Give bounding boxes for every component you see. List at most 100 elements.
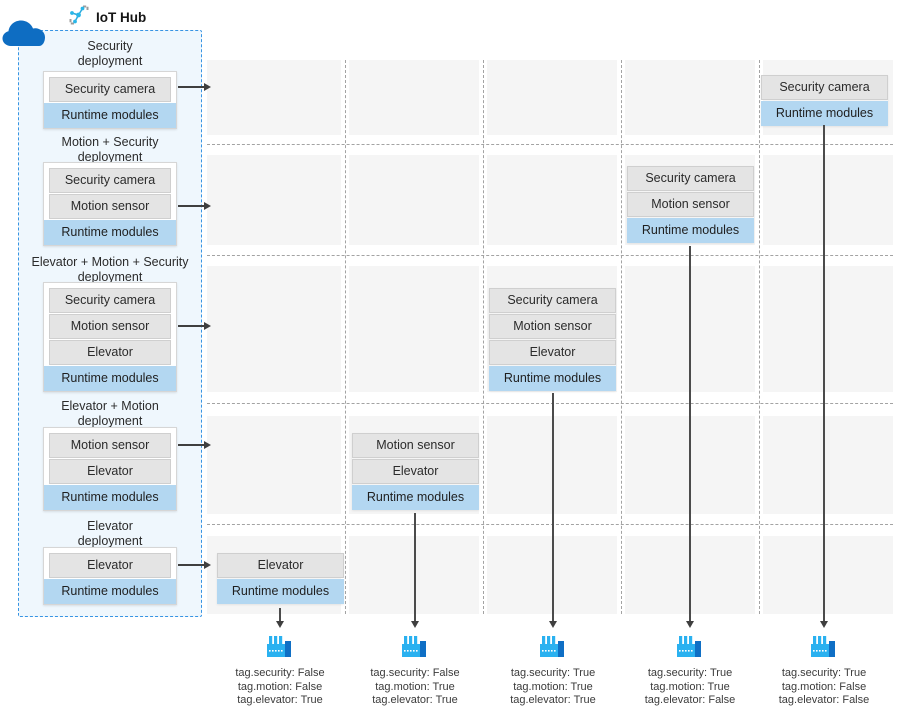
runtime-modules-box: Runtime modules xyxy=(352,485,479,510)
deployment-name: Elevator + Motion + Security xyxy=(31,255,189,269)
runtime-modules-box: Runtime modules xyxy=(489,366,616,391)
edge-stack-device-4: Security camera Motion sensor Runtime mo… xyxy=(627,166,754,243)
arrow-to-device-1 xyxy=(276,608,284,628)
edge-stack-device-5: Security camera Runtime modules xyxy=(761,75,888,126)
deployment-type-label: deployment xyxy=(77,53,143,68)
tag-line: tag.elevator: False xyxy=(644,694,736,706)
module-box: Motion sensor xyxy=(49,314,171,339)
tag-line: tag.elevator: False xyxy=(778,694,870,706)
tag-line: tag.motion: False xyxy=(237,680,323,693)
deployment-title-elevator: Elevator deployment xyxy=(19,519,201,548)
deployment-title-elevator-motion-security: Elevator + Motion + Security deployment xyxy=(19,255,201,284)
deployment-type-label: deployment xyxy=(77,149,143,164)
tag-line: tag.motion: True xyxy=(513,680,593,693)
arrow-to-device-2 xyxy=(411,513,419,628)
grid-column-divider xyxy=(483,60,484,614)
deployment-type-label: deployment xyxy=(77,533,143,548)
module-box: Security camera xyxy=(49,77,171,102)
arrow-elevator-motion-deployment xyxy=(178,441,211,449)
runtime-modules-box: Runtime modules xyxy=(44,103,176,128)
iot-hub-label: IoT Hub xyxy=(96,10,147,25)
module-box: Elevator xyxy=(352,459,479,484)
tag-line: tag.security: False xyxy=(370,667,460,679)
device-tags: tag.security: False tag.motion: False ta… xyxy=(200,667,360,707)
module-box: Elevator xyxy=(49,553,171,578)
factory-icon xyxy=(540,636,564,657)
factory-icon xyxy=(402,636,426,657)
runtime-modules-box: Runtime modules xyxy=(761,101,888,126)
tag-line: tag.motion: True xyxy=(650,680,730,693)
runtime-modules-box: Runtime modules xyxy=(44,220,176,245)
deployment-title-elevator-motion: Elevator + Motion deployment xyxy=(19,399,201,428)
deployment-title-motion-security: Motion + Security deployment xyxy=(19,135,201,164)
tag-line: tag.motion: True xyxy=(375,680,455,693)
module-box: Security camera xyxy=(489,288,616,313)
device-tags: tag.security: True tag.motion: True tag.… xyxy=(610,667,770,707)
module-box: Security camera xyxy=(761,75,888,100)
tag-line: tag.security: False xyxy=(235,667,325,679)
device-5: tag.security: True tag.motion: False tag… xyxy=(744,635,904,707)
grid-row-divider xyxy=(207,524,893,525)
arrow-to-device-4 xyxy=(686,246,694,628)
edge-stack-device-3: Security camera Motion sensor Elevator R… xyxy=(489,288,616,391)
module-box: Motion sensor xyxy=(49,194,171,219)
factory-icon xyxy=(811,636,835,657)
deployment-box-motion-security: Security camera Motion sensor Runtime mo… xyxy=(43,162,177,246)
module-box: Elevator xyxy=(49,340,171,365)
device-2: tag.security: False tag.motion: True tag… xyxy=(335,635,495,707)
tag-line: tag.motion: False xyxy=(781,680,867,693)
module-box: Security camera xyxy=(627,166,754,191)
deployment-box-security: Security camera Runtime modules xyxy=(43,71,177,129)
deployment-name: Motion + Security xyxy=(61,135,159,149)
device-tags: tag.security: True tag.motion: True tag.… xyxy=(473,667,633,707)
deployment-type-label: deployment xyxy=(77,413,143,428)
edge-stack-device-2: Motion sensor Elevator Runtime modules xyxy=(352,433,479,510)
device-4: tag.security: True tag.motion: True tag.… xyxy=(610,635,770,707)
grid-column-divider xyxy=(345,60,346,614)
grid-row-4 xyxy=(207,416,893,514)
deployment-name: Elevator + Motion xyxy=(61,399,159,413)
module-box: Security camera xyxy=(49,168,171,193)
device-tags: tag.security: False tag.motion: True tag… xyxy=(335,667,495,707)
module-box: Motion sensor xyxy=(489,314,616,339)
module-box: Elevator xyxy=(49,459,171,484)
tag-line: tag.security: True xyxy=(510,667,596,679)
arrow-to-device-5 xyxy=(820,125,828,628)
grid-row-divider xyxy=(207,403,893,404)
device-3: tag.security: True tag.motion: True tag.… xyxy=(473,635,633,707)
iot-hub-network-icon xyxy=(68,4,90,31)
device-tags: tag.security: True tag.motion: False tag… xyxy=(744,667,904,707)
tag-line: tag.security: True xyxy=(647,667,733,679)
tag-line: tag.security: True xyxy=(781,667,867,679)
arrow-to-device-3 xyxy=(549,393,557,628)
tag-line: tag.elevator: True xyxy=(372,694,458,706)
module-box: Elevator xyxy=(489,340,616,365)
tag-line: tag.elevator: True xyxy=(237,694,323,706)
arrow-elevator-deployment xyxy=(178,561,211,569)
iot-hub-panel: Security deployment Security camera Runt… xyxy=(18,30,202,617)
factory-icon xyxy=(677,636,701,657)
deployment-type-label: deployment xyxy=(77,269,143,284)
deployment-box-elevator-motion: Motion sensor Elevator Runtime modules xyxy=(43,427,177,511)
cloud-icon xyxy=(1,16,47,53)
deployment-name: Elevator xyxy=(87,519,133,533)
grid-column-divider xyxy=(621,60,622,614)
module-box: Security camera xyxy=(49,288,171,313)
arrow-security-deployment xyxy=(178,83,211,91)
device-1: tag.security: False tag.motion: False ta… xyxy=(200,635,360,707)
grid-column-divider xyxy=(759,60,760,614)
runtime-modules-box: Runtime modules xyxy=(217,579,344,604)
deployment-title-security: Security deployment xyxy=(19,39,201,68)
factory-icon xyxy=(267,636,291,657)
deployment-box-elevator: Elevator Runtime modules xyxy=(43,547,177,605)
runtime-modules-box: Runtime modules xyxy=(44,366,176,391)
tag-line: tag.elevator: True xyxy=(510,694,596,706)
deployment-name: Security xyxy=(87,39,133,53)
grid-row-2 xyxy=(207,155,893,245)
module-box: Motion sensor xyxy=(352,433,479,458)
deployment-box-elevator-motion-security: Security camera Motion sensor Elevator R… xyxy=(43,282,177,392)
grid-row-divider xyxy=(207,144,893,145)
module-box: Motion sensor xyxy=(49,433,171,458)
arrow-motion-security-deployment xyxy=(178,202,211,210)
